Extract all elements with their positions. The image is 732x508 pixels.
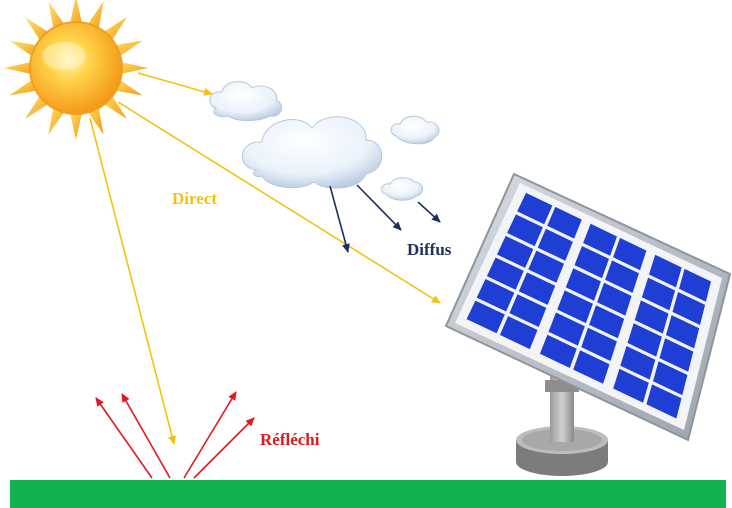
reflechi-label: Réfléchi [260, 430, 320, 449]
ground [10, 480, 726, 508]
panel-cell [646, 384, 682, 419]
panel-cell [574, 246, 609, 279]
diffus-label: Diffus [407, 240, 452, 259]
sun-ray [69, 109, 83, 140]
direct-ray-to-panel [117, 101, 441, 304]
solar-panel-icon [444, 172, 732, 476]
panel-cell [641, 277, 676, 311]
panel-cell [539, 334, 577, 368]
panel-cell [537, 228, 573, 261]
panel-cell [605, 260, 639, 293]
reflected-rays [95, 391, 255, 479]
cloud-icon [241, 116, 383, 189]
panel-cell [557, 290, 593, 324]
reflected-ray [183, 391, 237, 479]
panel-cell [507, 214, 543, 247]
diffuse-ray [417, 201, 441, 223]
sun-ray [69, 0, 83, 27]
reflected-ray [193, 417, 255, 479]
panel-cell [613, 368, 649, 403]
panel-cell [659, 338, 694, 372]
panel-cell [672, 292, 706, 325]
panel-cell [548, 312, 585, 346]
sun-ray [117, 61, 148, 75]
diffuse-rays [329, 184, 441, 253]
panel-cell [518, 272, 556, 305]
panel-cell [565, 268, 601, 301]
panel-cell [509, 294, 547, 327]
panel-cell [649, 254, 682, 288]
panel-cell [528, 250, 564, 283]
reflected-ray [95, 397, 153, 479]
panel-cell [547, 206, 582, 239]
panel-cell [583, 223, 617, 256]
direct-label: Direct [172, 189, 217, 208]
diffuse-ray [356, 184, 402, 231]
panel-cell [476, 279, 515, 312]
direct-ray-to-ground [89, 117, 176, 445]
panel-cell [486, 257, 524, 290]
panel-cell [679, 268, 711, 302]
panel-cell [497, 235, 534, 268]
sun-ray [4, 61, 35, 75]
cloud-icon [390, 115, 440, 145]
sun-icon [4, 0, 148, 140]
panel-cell [466, 300, 505, 334]
cloud-icon [381, 177, 423, 201]
cloud-icon [209, 81, 283, 121]
panel-cell [573, 350, 610, 384]
panel-cell [597, 282, 632, 316]
panel-cell [634, 300, 669, 334]
diffuse-ray [329, 185, 350, 253]
panel-cell [627, 323, 662, 357]
panel-cell [620, 346, 656, 380]
panel-cell [666, 315, 700, 349]
panel-cell [589, 305, 625, 339]
panel-cell [499, 316, 538, 350]
panel-cell [653, 361, 688, 396]
direct-ray-to-cloud [137, 72, 213, 96]
direct-rays [89, 72, 441, 445]
reflected-ray [121, 393, 171, 479]
panel-cell [613, 237, 647, 271]
panel-cell [517, 192, 553, 225]
panel-cell [581, 327, 617, 361]
